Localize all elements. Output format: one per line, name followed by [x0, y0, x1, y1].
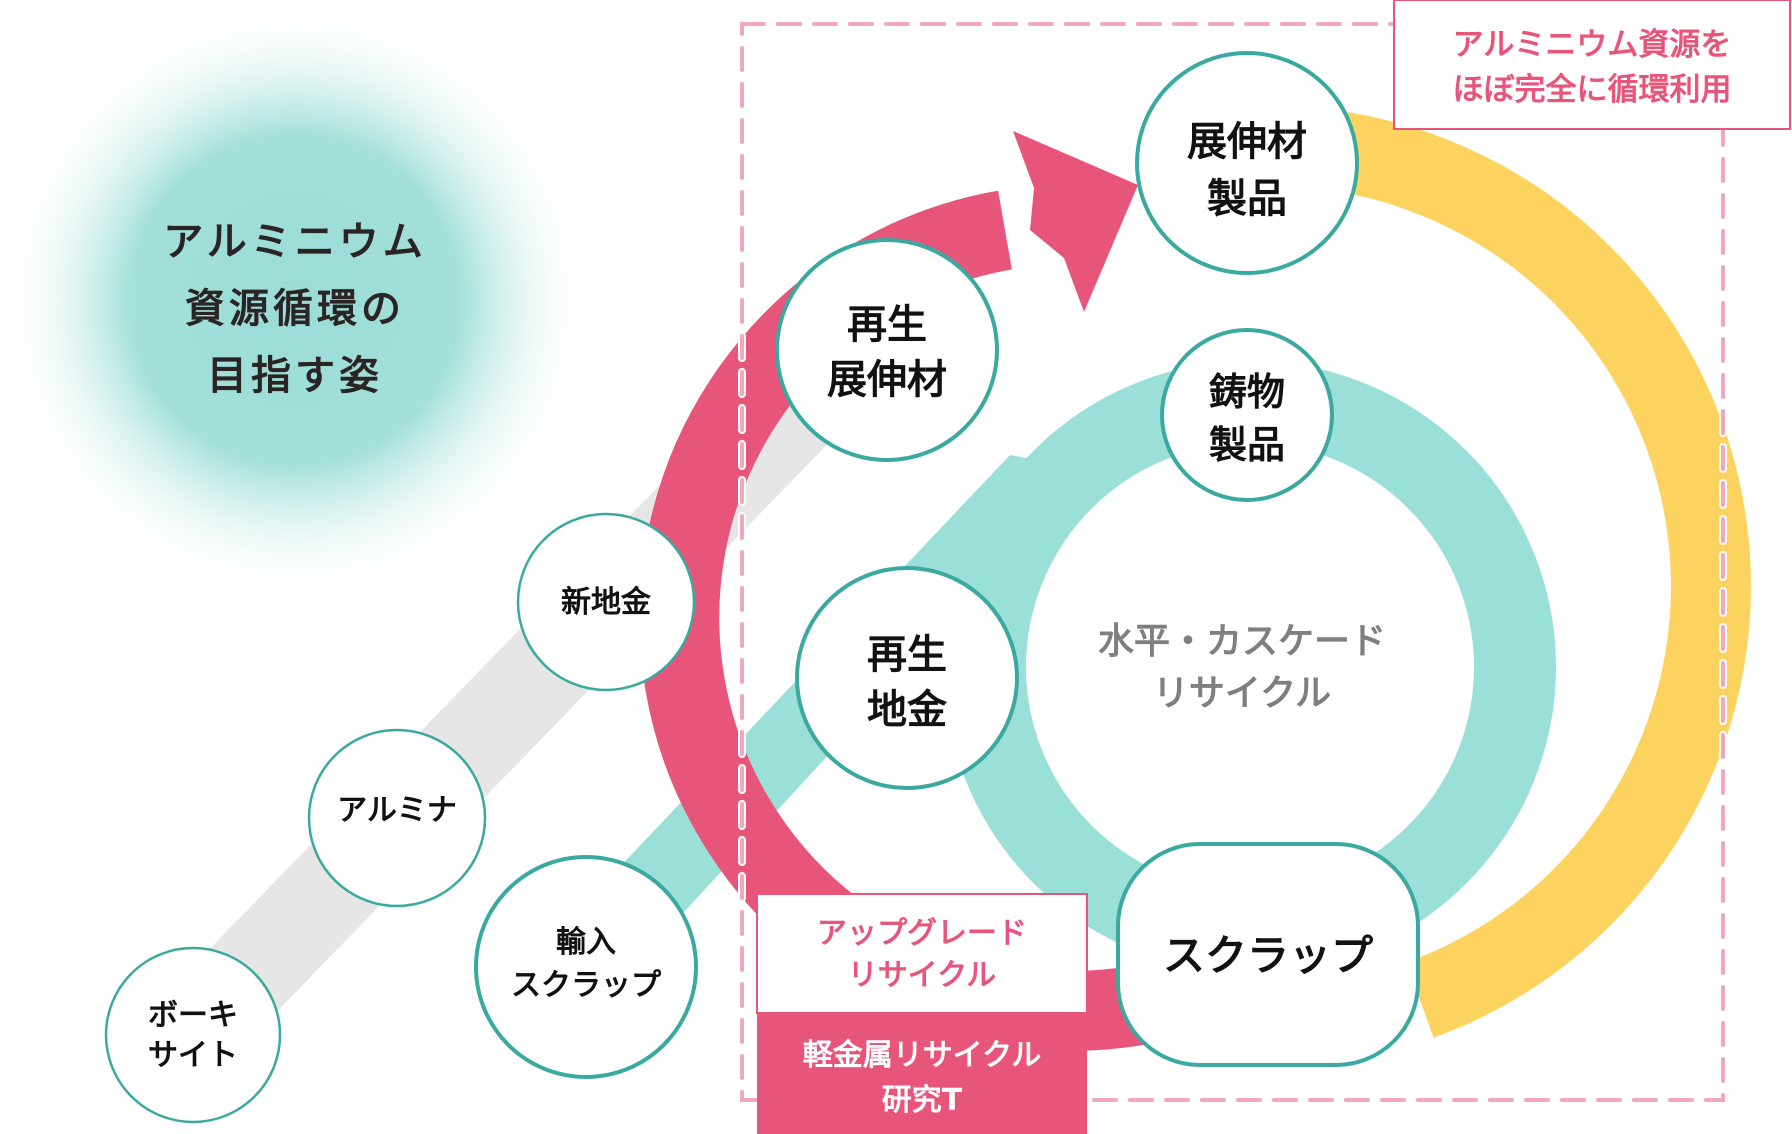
upgrade-recycle-box: アップグレード リサイクル 軽金属リサイクル 研究T [756, 893, 1088, 1134]
node-alumina-label: アルミナ [337, 793, 457, 828]
callout-full-circulation: アルミニウム資源を ほぼ完全に循環利用 [1393, 0, 1791, 130]
node-recycled-wrought[interactable]: 再生 展伸材 [775, 238, 999, 462]
node-import-scrap[interactable]: 輸入 スクラップ [474, 855, 698, 1079]
node-wrought-products[interactable]: 展伸材 製品 [1135, 51, 1359, 275]
pink-arrow-head [1013, 131, 1138, 312]
node-recycled-ingot[interactable]: 再生 地金 [795, 566, 1019, 790]
upgrade-label-line-2: リサイクル [848, 958, 997, 993]
node-recycled-wrought-line-1: 再生 [847, 302, 927, 348]
page-title: アルミニウム 資源循環の 目指す姿 [163, 219, 427, 399]
node-casting-products-line-1: 鋳物 [1209, 370, 1285, 414]
node-recycled-wrought-line-2: 展伸材 [827, 357, 947, 403]
team-line-1: 軽金属リサイクル [803, 1038, 1042, 1073]
node-bauxite[interactable]: ボーキ サイト [104, 946, 282, 1124]
team-badge [757, 1013, 1087, 1134]
node-import-scrap-line-1: 輸入 [556, 925, 616, 960]
center-cascade-label: 水平・カスケード リサイクル [1098, 621, 1386, 714]
title-line-3: 目指す姿 [207, 353, 383, 399]
team-line-2: 研究T [882, 1083, 963, 1118]
callout-line-2: ほぼ完全に循環利用 [1453, 72, 1732, 108]
title-line-1: アルミニウム [163, 219, 427, 265]
node-new-ingot-label: 新地金 [561, 585, 652, 620]
callout-line-1: アルミニウム資源を [1453, 27, 1732, 63]
node-bauxite-line-1: ボーキ [148, 998, 238, 1033]
scope-dashed-boundary-inner [740, 22, 1725, 1102]
node-casting-products[interactable]: 鋳物 製品 [1160, 328, 1334, 502]
node-new-ingot[interactable]: 新地金 [516, 512, 696, 692]
node-scrap-label: スクラップ [1163, 931, 1373, 980]
node-recycled-ingot-line-2: 地金 [867, 687, 948, 733]
node-bauxite-line-2: サイト [148, 1038, 238, 1073]
title-glow [0, 0, 595, 600]
center-label-line-1: 水平・カスケード [1098, 621, 1386, 662]
node-recycled-ingot-line-1: 再生 [867, 632, 947, 678]
center-label-line-2: リサイクル [1153, 673, 1331, 714]
node-import-scrap-line-2: スクラップ [511, 968, 662, 1003]
node-alumina[interactable]: アルミナ [307, 728, 487, 908]
node-scrap[interactable]: スクラップ [1116, 842, 1420, 1067]
title-line-2: 資源循環の [185, 286, 405, 332]
node-wrought-products-line-2: 製品 [1207, 176, 1287, 222]
node-wrought-products-line-1: 展伸材 [1187, 119, 1307, 165]
node-casting-products-line-2: 製品 [1209, 423, 1285, 467]
yellow-return-arc [1324, 110, 1751, 1038]
upgrade-label-line-1: アップグレード [817, 916, 1027, 951]
